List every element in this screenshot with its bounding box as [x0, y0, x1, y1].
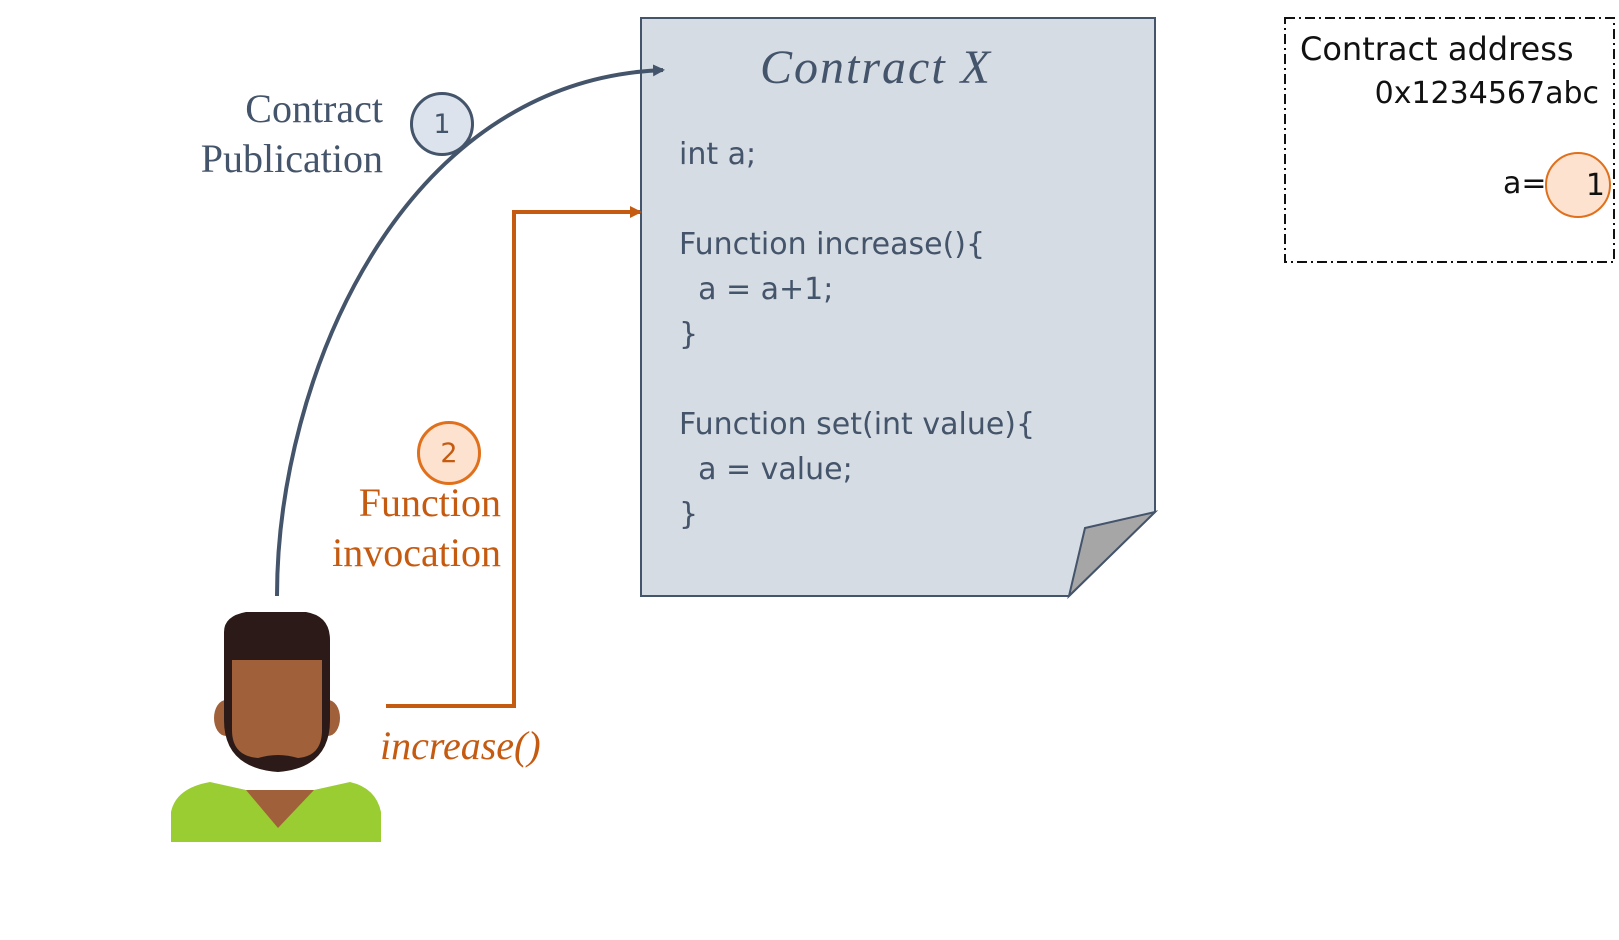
variable-a-value: 1	[1545, 152, 1611, 218]
invocation-arrow	[386, 206, 642, 708]
publication-arrow	[275, 64, 665, 597]
code-line	[679, 177, 1035, 222]
function-call-label: increase()	[380, 723, 541, 768]
invocation-label: Function invocation	[332, 478, 501, 578]
step-1-badge: 1	[410, 92, 474, 156]
contract-address-value: 0x1234567abc	[1374, 76, 1599, 111]
document-icon	[640, 17, 1159, 600]
code-line	[679, 357, 1035, 402]
publication-label: Contract Publication	[201, 84, 383, 184]
code-line: Function increase(){	[679, 227, 986, 262]
invocation-label-line1: Function	[358, 480, 501, 525]
publication-label-line1: Contract	[245, 86, 383, 131]
code-line: Function set(int value){	[679, 407, 1036, 442]
variable-a-label: a=	[1503, 166, 1547, 201]
code-line: }	[679, 497, 699, 532]
step-2-badge: 2	[417, 421, 481, 485]
code-line: a = value;	[679, 452, 853, 487]
code-line: a = a+1;	[679, 272, 834, 307]
invocation-label-line2: invocation	[332, 530, 501, 575]
contract-state-box	[1284, 17, 1615, 263]
user-avatar-icon	[171, 612, 381, 842]
code-line: int a;	[679, 137, 757, 172]
code-line: }	[679, 317, 699, 352]
contract-title: Contract X	[760, 41, 992, 94]
publication-label-line2: Publication	[200, 136, 383, 181]
contract-code: int a; Function increase(){ a = a+1; } F…	[679, 132, 1035, 537]
page-fold	[1067, 510, 1159, 600]
contract-address-title: Contract address	[1300, 30, 1574, 68]
